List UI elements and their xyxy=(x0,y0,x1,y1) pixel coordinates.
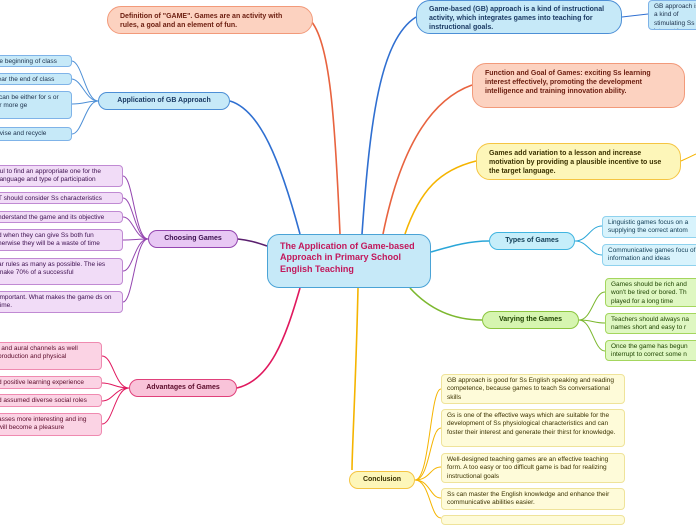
branch-function-goal xyxy=(382,84,473,235)
conclusion-item[interactable]: Ss can master the English knowledge and … xyxy=(441,488,625,510)
application-item[interactable]: near the end of class xyxy=(0,73,72,85)
application-item[interactable]: the beginning of class xyxy=(0,55,72,67)
branch-varying xyxy=(409,287,483,321)
conclusion-item-cut[interactable] xyxy=(441,515,625,525)
branch-gb-approach xyxy=(361,16,417,235)
function-goal-node[interactable]: Function and Goal of Games: exciting Ss … xyxy=(472,63,685,108)
application-topic[interactable]: Application of GB Approach xyxy=(98,92,230,110)
varying-item[interactable]: Games should be rich and won't be tired … xyxy=(605,278,696,307)
application-item[interactable]: s can be either for s or for more ge xyxy=(0,91,72,119)
conclusion-topic[interactable]: Conclusion xyxy=(349,471,415,489)
advantages-item[interactable]: asses more interesting and ing will beco… xyxy=(0,413,102,436)
advantages-item[interactable]: l and aural channels as well production … xyxy=(0,342,102,370)
branch-application xyxy=(229,100,301,235)
variation-node[interactable]: Games add variation to a lesson and incr… xyxy=(476,143,681,180)
branch-variation xyxy=(404,160,477,235)
application-item[interactable]: revise and recycle xyxy=(0,127,72,141)
central-topic[interactable]: The Application of Game-based Approach i… xyxy=(267,234,431,288)
choosing-item[interactable]: T should consider Ss characteristics xyxy=(0,192,123,204)
choosing-item[interactable]: nderstand the game and its objective xyxy=(0,211,123,223)
choosing-item[interactable]: ful to find an appropriate one for the l… xyxy=(0,165,123,187)
choosing-item[interactable]: important. What makes the game ds on tim… xyxy=(0,291,123,313)
types-item[interactable]: Communicative games focu of information … xyxy=(602,244,696,266)
varying-item[interactable]: Once the game has begun interrupt to cor… xyxy=(605,340,696,361)
advantages-item[interactable]: d positive learning experience xyxy=(0,376,102,389)
choosing-topic[interactable]: Choosing Games xyxy=(148,230,238,248)
gb-approach-node[interactable]: Game-based (GB) approach is a kind of in… xyxy=(416,0,622,34)
conclusion-item[interactable]: Well-designed teaching games are an effe… xyxy=(441,453,625,483)
advantages-item[interactable]: d assumed diverse social roles xyxy=(0,394,102,407)
varying-topic[interactable]: Varying the Games xyxy=(482,311,579,329)
branch-choosing xyxy=(237,238,268,247)
choosing-item[interactable]: ar rules as many as possible. The ies ma… xyxy=(0,258,123,285)
definition-node[interactable]: Definition of "GAME". Games are an activ… xyxy=(107,6,313,34)
branch-conclusion xyxy=(351,287,359,471)
gb-approach-child-node[interactable]: GB approach is a kind of stimulating Ss … xyxy=(648,0,696,30)
conclusion-item[interactable]: GB approach is good for Ss English speak… xyxy=(441,374,625,404)
varying-item[interactable]: Teachers should always na names short an… xyxy=(605,313,696,334)
choosing-item[interactable]: d when they can give Ss both fun herwise… xyxy=(0,229,123,251)
types-item[interactable]: Linguistic games focus on a supplying th… xyxy=(602,216,696,238)
advantages-topic[interactable]: Advantages of Games xyxy=(129,379,237,397)
branch-definition xyxy=(309,19,341,235)
branch-advantages xyxy=(236,287,301,389)
types-topic[interactable]: Types of Games xyxy=(489,232,575,250)
branch-types xyxy=(430,240,490,253)
conclusion-item[interactable]: Gs is one of the effective ways which ar… xyxy=(441,409,625,447)
